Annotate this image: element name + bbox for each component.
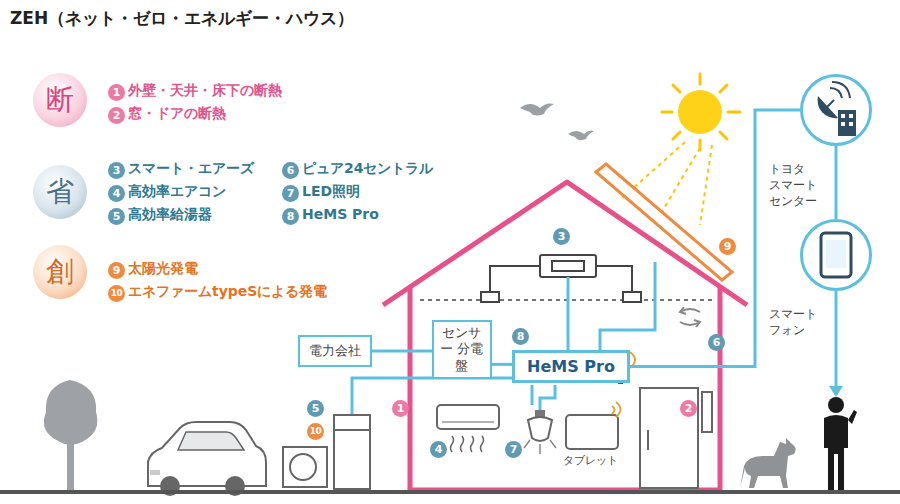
callout-number: 8 xyxy=(512,328,529,345)
smart-airs xyxy=(481,255,641,302)
item-label: スマート・エアーズ xyxy=(128,160,254,178)
node-text: センサー 分電盤 xyxy=(440,325,483,373)
house-outline xyxy=(383,182,747,490)
service-circle: トヨタ スマート センター xyxy=(800,74,872,146)
callout-number: 9 xyxy=(108,262,125,279)
item-label: HeMS Pro xyxy=(302,206,379,222)
tree xyxy=(44,380,98,490)
node-text: 電力会社 xyxy=(309,343,361,358)
birds xyxy=(520,104,594,141)
arrow-head xyxy=(829,386,843,397)
led-bulb xyxy=(524,410,556,454)
callout-number: 1 xyxy=(108,84,125,101)
node-text: トヨタ スマート センター xyxy=(769,161,821,210)
category-circle: 創 xyxy=(33,245,87,299)
callout-number: 4 xyxy=(108,185,125,202)
callout-number: 5 xyxy=(108,208,125,225)
device-circle: スマート フォン xyxy=(800,219,872,291)
item-label: 高効率給湯器 xyxy=(128,206,212,224)
person xyxy=(824,397,857,490)
smartphone-icon xyxy=(801,220,871,290)
wiring xyxy=(352,262,836,415)
connector xyxy=(835,146,838,219)
dog xyxy=(740,438,796,488)
node-text: HeMS Pro xyxy=(527,357,615,376)
item-label: ピュア24セントラル xyxy=(302,160,433,178)
node-text: スマート フォン xyxy=(769,306,821,338)
item-label: タブレット xyxy=(562,453,619,468)
callout-number: 3 xyxy=(108,162,125,179)
item-label: 窓・ドアの断熱 xyxy=(128,105,226,123)
door xyxy=(640,388,712,488)
callout-number: 10 xyxy=(307,423,324,440)
category-circle: 断 xyxy=(33,73,87,127)
ground-line xyxy=(0,490,900,494)
process-box: 電力会社 xyxy=(298,335,372,367)
callout-number: 4 xyxy=(430,441,447,458)
callout-number: 7 xyxy=(505,441,522,458)
callout-number: 10 xyxy=(108,285,125,302)
solar-panel xyxy=(596,164,732,280)
callout-number: 6 xyxy=(282,162,299,179)
callout-number: 2 xyxy=(680,400,697,417)
hems-box: HeMS Pro xyxy=(512,350,630,383)
node-text: 省 xyxy=(46,173,74,211)
callout-number: 8 xyxy=(282,208,299,225)
callout-number: 9 xyxy=(719,238,736,255)
item-label: エネファームtypeSによる発電 xyxy=(128,283,327,301)
callout-number: 7 xyxy=(282,185,299,202)
category-circle: 省 xyxy=(33,165,87,219)
car xyxy=(148,422,266,496)
callout-number: 3 xyxy=(553,228,570,245)
callout-number: 5 xyxy=(307,400,324,417)
connector xyxy=(492,363,512,366)
connector xyxy=(372,350,432,353)
diagram-title: ZEH（ネット・ゼロ・エネルギー・ハウス） xyxy=(10,7,354,30)
callout-number: 2 xyxy=(108,107,125,124)
water-heater xyxy=(283,415,370,489)
node-text: 断 xyxy=(46,81,74,119)
item-label: 高効率エアコン xyxy=(128,183,226,201)
ventilation xyxy=(680,307,700,327)
item-label: 太陽光発電 xyxy=(128,260,198,278)
callout-number: 6 xyxy=(708,334,725,351)
process-box: センサー 分電盤 xyxy=(432,320,492,379)
air-conditioner xyxy=(437,405,499,452)
callout-number: 1 xyxy=(392,400,409,417)
tablet xyxy=(566,402,621,449)
center-icon xyxy=(801,75,871,145)
node-text: 創 xyxy=(46,253,74,291)
item-label: 外壁・天井・床下の断熱 xyxy=(128,82,282,100)
item-label: LED照明 xyxy=(302,183,360,201)
